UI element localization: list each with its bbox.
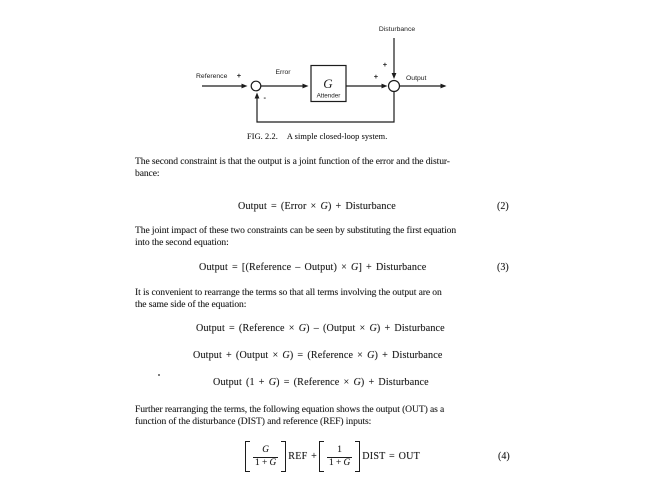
forward-arrowhead — [381, 83, 388, 89]
paragraph-3-line-2: the same side of the equation: — [135, 299, 247, 310]
equation-4-number: (4) — [498, 451, 510, 462]
figure-caption: FIG. 2.2. A simple closed-loop system. — [247, 132, 387, 141]
reference-plus-sign: + — [237, 71, 242, 80]
output-arrowhead — [440, 83, 447, 89]
error-arrowhead — [302, 83, 309, 89]
paragraph-1-line-2: bance: — [135, 168, 160, 179]
forward-plus-sign: + — [374, 72, 379, 81]
feedback-line — [256, 91, 395, 123]
disturbance-arrowhead — [391, 73, 397, 79]
fraction-2: 1 1 + G — [324, 445, 355, 468]
feedback-minus-sign: - — [264, 93, 267, 102]
paragraph-2-line-2: into the second equation: — [135, 237, 229, 248]
reference-arrowhead — [241, 83, 248, 89]
fraction-2-numerator: 1 — [337, 445, 342, 455]
equation-4-ref-term: REF + — [288, 451, 317, 462]
equation-derive-3: Output (1 + G) = (Reference × G) + Distu… — [213, 377, 429, 388]
paragraph-3: It is convenient to rearrange the terms … — [135, 287, 442, 311]
summing-junction-2 — [387, 79, 401, 93]
paragraph-4-line-2: function of the disturbance (DIST) and r… — [135, 416, 372, 427]
right-bracket-2 — [355, 441, 361, 472]
error-label: Error — [275, 69, 291, 76]
left-bracket-1 — [245, 441, 250, 472]
equation-2-number: (2) — [497, 201, 509, 212]
left-bracket-2 — [319, 441, 324, 472]
gain-symbol: G — [323, 76, 333, 91]
paragraph-2-line-1: The joint impact of these two constraint… — [135, 225, 457, 236]
equation-2: Output = (Error × G) + Disturbance — [238, 201, 396, 212]
closed-loop-diagram: Disturbance Reference Error Output Atten… — [196, 26, 447, 123]
reference-label: Reference — [196, 73, 228, 80]
figure-caption-tag: FIG. 2.2. — [247, 132, 278, 141]
equation-derive-1: Output = (Reference × G) – (Output × G) … — [196, 323, 445, 334]
paragraph-1-line-1: The second constraint is that the output… — [135, 156, 450, 167]
equation-4: G 1 + G REF + 1 1 + G DIST = OUT — [245, 441, 422, 472]
disturbance-plus-sign: + — [383, 60, 388, 69]
paragraph-3-line-1: It is convenient to rearrange the terms … — [135, 287, 442, 298]
output-label: Output — [406, 75, 427, 82]
equation-3-number: (3) — [497, 262, 509, 273]
paragraph-2: The joint impact of these two constraint… — [135, 225, 456, 249]
feedback-arrowhead — [254, 92, 260, 99]
attender-block-label: Attender — [317, 93, 341, 100]
summing-junction-1 — [250, 80, 262, 92]
paragraph-1: The second constraint is that the output… — [135, 156, 450, 180]
equation-derive-2: Output + (Output × G) = (Reference × G) … — [193, 350, 443, 361]
scan-artifact-dot — [158, 374, 160, 376]
right-bracket-1 — [281, 441, 287, 472]
paragraph-4: Further rearranging the terms, the follo… — [135, 404, 444, 428]
fraction-1-numerator: G — [262, 445, 269, 455]
fraction-1: G 1 + G — [250, 445, 281, 468]
fraction-2-denominator: 1 + G — [327, 456, 353, 468]
equation-4-dist-out-term: DIST = OUT — [362, 451, 420, 462]
figure-caption-text: A simple closed-loop system. — [286, 132, 388, 141]
fraction-1-denominator: 1 + G — [253, 456, 279, 468]
attender-block — [310, 64, 347, 103]
equation-3: Output = [(Reference – Output) × G] + Di… — [199, 262, 427, 273]
disturbance-label: Disturbance — [379, 26, 415, 33]
paragraph-4-line-1: Further rearranging the terms, the follo… — [135, 404, 445, 415]
